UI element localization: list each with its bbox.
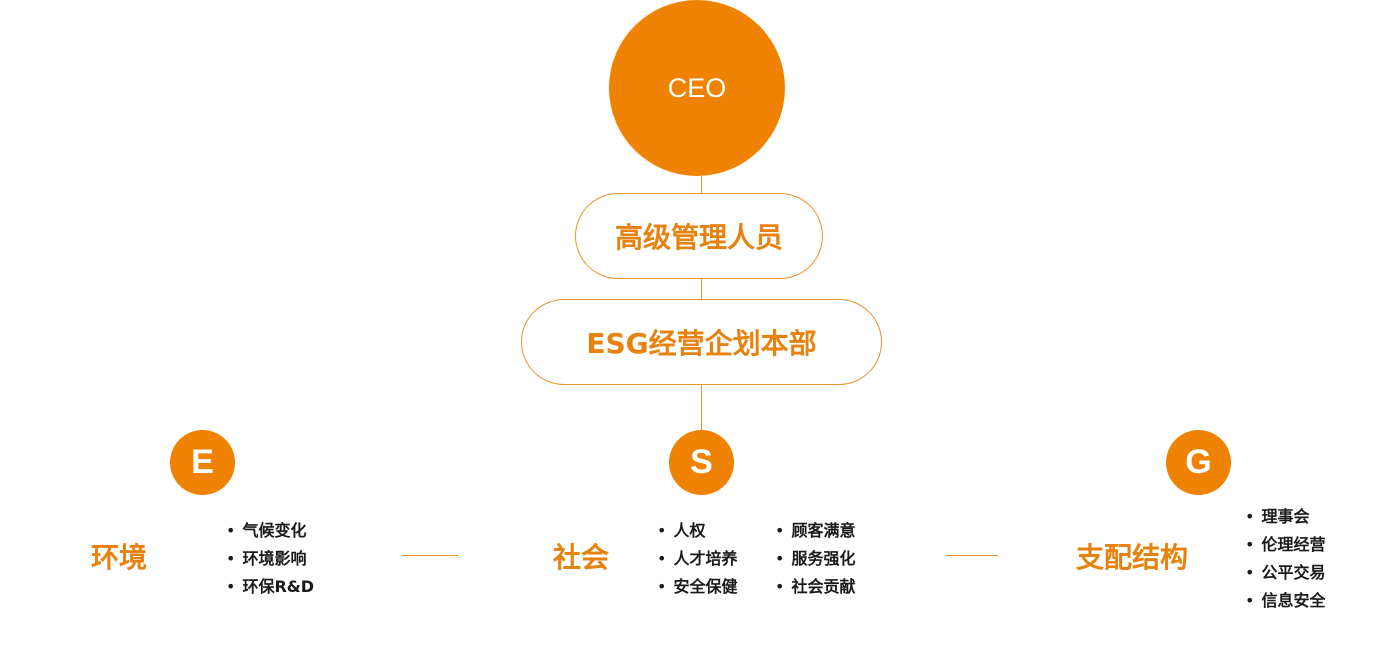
connector-senior-esg <box>701 279 702 299</box>
list-item: 顾客满意 <box>775 517 855 545</box>
list-item: 安全保健 <box>657 573 737 601</box>
social-list-right: 顾客满意 服务强化 社会贡献 <box>775 517 855 601</box>
governance-badge: G <box>1166 430 1231 495</box>
list-item: 人才培养 <box>657 545 737 573</box>
environment-title: 环境 <box>91 541 148 574</box>
list-item: 环保R&D <box>226 573 314 601</box>
social-title: 社会 <box>553 541 610 574</box>
environment-letter: E <box>191 443 214 481</box>
connector-esg-social <box>701 385 702 430</box>
list-item: 公平交易 <box>1245 559 1325 587</box>
esg-department-node: ESG经营企划本部 <box>521 299 882 385</box>
governance-list: 理事会 伦理经营 公平交易 信息安全 <box>1245 503 1325 615</box>
ceo-label: CEO <box>667 72 727 103</box>
governance-letter: G <box>1185 443 1212 481</box>
esg-department-label: ESG经营企划本部 <box>586 327 817 360</box>
ceo-node: CEO <box>609 0 785 176</box>
senior-management-label: 高级管理人员 <box>614 221 783 254</box>
connector-ceo-senior <box>701 176 702 193</box>
social-letter: S <box>690 443 713 481</box>
list-item: 信息安全 <box>1245 587 1325 615</box>
senior-management-node: 高级管理人员 <box>575 193 823 279</box>
environment-badge: E <box>170 430 235 495</box>
social-list-left: 人权 人才培养 安全保健 <box>657 517 737 601</box>
list-item: 人权 <box>657 517 737 545</box>
connector-social-gov <box>946 555 998 556</box>
list-item: 社会贡献 <box>775 573 855 601</box>
list-item: 环境影响 <box>226 545 314 573</box>
list-item: 理事会 <box>1245 503 1325 531</box>
list-item: 伦理经营 <box>1245 531 1325 559</box>
social-badge: S <box>669 430 734 495</box>
connector-env-social <box>402 555 458 556</box>
governance-title: 支配结构 <box>1076 541 1189 574</box>
list-item: 服务强化 <box>775 545 855 573</box>
list-item: 气候变化 <box>226 517 314 545</box>
environment-list: 气候变化 环境影响 环保R&D <box>226 517 314 601</box>
